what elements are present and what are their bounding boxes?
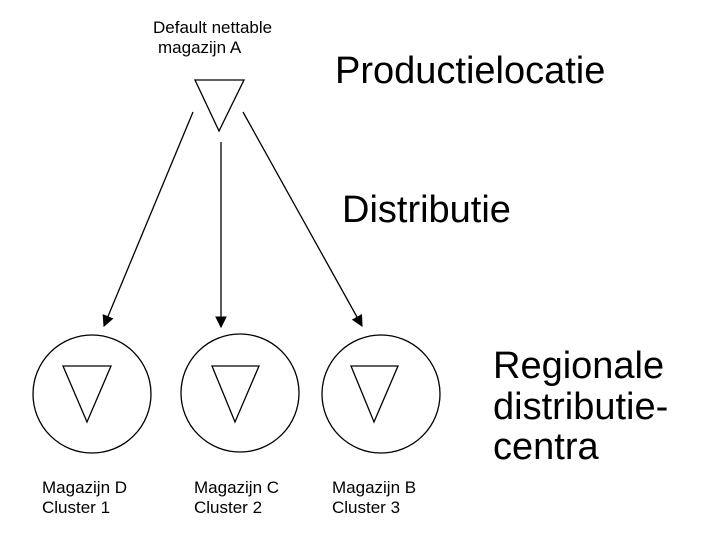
source-warehouse-label: Default nettable magazijn A (153, 18, 272, 57)
arrow-to-magazijn-d (102, 111, 194, 328)
warehouse-cluster: Cluster 3 (332, 497, 401, 517)
warehouse-name: Magazijn B (332, 478, 417, 497)
warehouse-triangle (62, 365, 112, 424)
level-label-production: Productielocatie (335, 50, 606, 92)
source-warehouse-triangle (193, 79, 246, 133)
regional-line1: Regionale (493, 345, 665, 387)
source-label-line1: Default nettable (153, 18, 273, 37)
warehouse-cluster: Cluster 1 (42, 497, 111, 517)
warehouse-b-label: Magazijn B Cluster 3 (332, 478, 416, 517)
warehouse-d-label: Magazijn D Cluster 1 (42, 478, 127, 517)
regional-line3: centra (493, 426, 599, 469)
warehouse-cluster: Cluster 2 (194, 497, 263, 517)
warehouse-c-label: Magazijn C Cluster 2 (194, 478, 279, 517)
warehouse-node-d (32, 334, 152, 454)
warehouse-triangle (211, 365, 260, 424)
warehouse-node-b (321, 334, 441, 454)
warehouse-triangle (350, 365, 399, 424)
level-label-distribution: Distributie (342, 189, 511, 231)
warehouse-name: Magazijn C (194, 478, 280, 497)
level-label-regional: Regionale distributie- centra (493, 346, 668, 468)
source-label-line2: magazijn A (158, 37, 242, 57)
warehouse-node-c (180, 333, 300, 453)
warehouse-name: Magazijn D (42, 478, 128, 497)
arrow-to-magazijn-b (242, 111, 363, 328)
regional-line2: distributie- (493, 385, 669, 428)
